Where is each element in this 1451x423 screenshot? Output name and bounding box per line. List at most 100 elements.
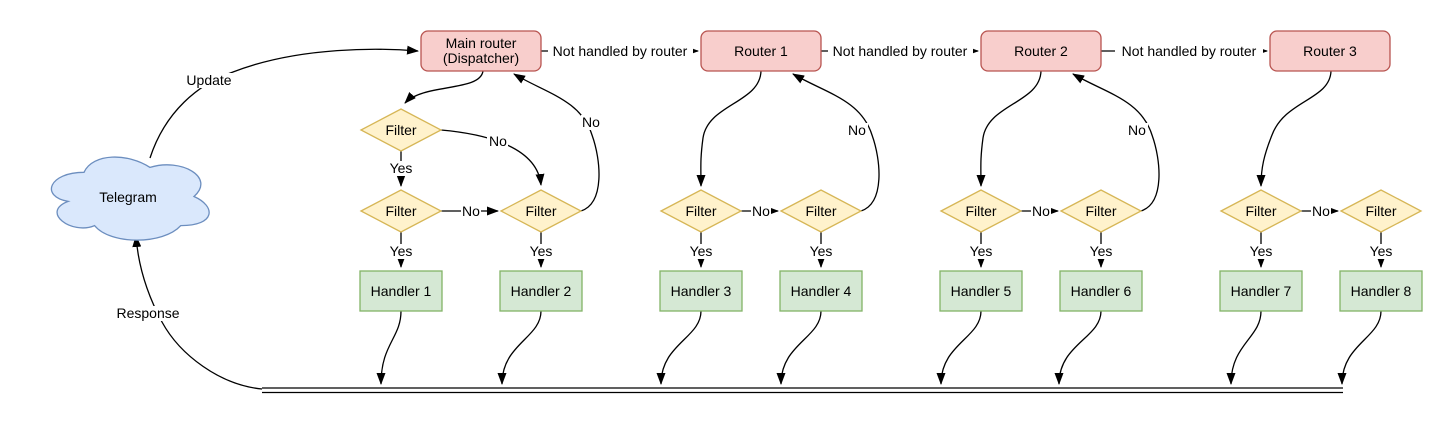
label-not-handled-2-bg [828, 44, 973, 59]
handler-2-label: Handler 2 [511, 283, 572, 299]
label-no-return-router1-text: No [848, 122, 866, 138]
router-3-label: Router 3 [1303, 43, 1357, 59]
handler-6-node [1059, 270, 1143, 312]
label-yes-filter-4: Yes [808, 243, 834, 259]
label-yes-filter-4-bg [808, 244, 834, 259]
label-no-return-main-text: No [582, 114, 600, 130]
handler-3-label: Handler 3 [671, 283, 732, 299]
filter-8-label: Filter [1365, 203, 1396, 219]
label-yes-filter-6-bg [1088, 244, 1114, 259]
telegram-label: Telegram [99, 189, 157, 205]
filter-7-node [1219, 189, 1303, 233]
handler-8-label: Handler 8 [1351, 283, 1412, 299]
label-yes-filter-2-bg [528, 244, 554, 259]
label-update-text: Update [186, 72, 231, 88]
label-yes-filter-6: Yes [1088, 243, 1114, 259]
label-no-filter-a-bg [487, 133, 508, 149]
label-no-f5-f6-text: No [1032, 203, 1050, 219]
filter-3-node [659, 189, 743, 233]
label-no-filter7-filter8: No [1311, 203, 1331, 219]
label-yes-filter-2: Yes [528, 243, 554, 259]
edge-handler-3-to-bus [656, 310, 702, 385]
label-no-return-router2: No [1127, 122, 1148, 138]
handler-8-node [1339, 270, 1423, 312]
edge-handler-7-to-bus [1226, 310, 1262, 385]
label-not-handled-3-bg [1115, 44, 1263, 59]
main-router-label-line2: (Dispatcher) [443, 50, 519, 66]
label-no-filter-a-curve: No [487, 133, 508, 149]
label-no-return-main: No [581, 114, 602, 130]
router-2-label: Router 2 [1014, 43, 1068, 59]
telegram-cloud [50, 156, 210, 241]
filter-7-label: Filter [1245, 203, 1276, 219]
handler-4-label: Handler 4 [791, 283, 852, 299]
label-not-handled-1-bg [548, 44, 693, 59]
label-no-f1-f2-text: No [462, 203, 480, 219]
edge-handler-4-to-bus [776, 310, 822, 385]
label-no-f3-f4-bg [751, 203, 771, 219]
router-1-label: Router 1 [734, 43, 788, 59]
label-yes-filter-8-bg [1368, 244, 1394, 259]
label-no-filter5-filter6: No [1031, 203, 1051, 219]
filter-6-label: Filter [1085, 203, 1116, 219]
label-not-handled-1: Not handled by router [548, 43, 693, 59]
edge-router1-to-filter [696, 70, 762, 187]
edge-main-router-to-filter [404, 70, 484, 104]
edge-router2-to-filter [976, 70, 1042, 187]
filter-a-node [359, 108, 443, 152]
edge-handler-8-to-bus [1337, 310, 1382, 385]
label-response-bg [112, 306, 184, 321]
filter-1-node [359, 189, 443, 233]
label-yes-filter-7-bg [1248, 244, 1274, 259]
label-update: Update [183, 72, 235, 88]
edge-update [149, 45, 419, 159]
label-response-text: Response [116, 305, 179, 321]
handler-1-label: Handler 1 [371, 283, 432, 299]
label-no-return-router2-text: No [1128, 122, 1146, 138]
label-yes-filter-8: Yes [1368, 243, 1394, 259]
label-yes-filter-7: Yes [1248, 243, 1274, 259]
router-3-node [1269, 30, 1391, 72]
label-yes-filter-4-text: Yes [810, 243, 833, 259]
label-no-f1-f2-bg [461, 203, 481, 219]
label-yes-filter-1: Yes [388, 243, 414, 259]
edge-handler-2-to-bus [497, 310, 542, 385]
label-no-filter-a-text: No [489, 133, 507, 149]
label-no-return-router2-bg [1127, 123, 1148, 138]
label-no-filter3-filter4: No [751, 203, 771, 219]
main-router-label-line1: Main router [446, 35, 517, 51]
router-2-node [980, 30, 1102, 72]
main-router-node [420, 30, 542, 72]
filter-5-label: Filter [965, 203, 996, 219]
filter-2-node [499, 189, 583, 233]
label-no-return-main-bg [581, 115, 602, 130]
label-no-f7-f8-bg [1311, 203, 1331, 219]
handler-7-node [1219, 270, 1303, 312]
label-yes-filter-5-text: Yes [970, 243, 993, 259]
edge-router3-to-filter [1256, 70, 1332, 187]
label-yes-filter-3: Yes [688, 243, 714, 259]
label-not-handled-2: Not handled by router [828, 43, 973, 59]
label-yes-filter-8-text: Yes [1370, 243, 1393, 259]
label-yes-filter-3-text: Yes [690, 243, 713, 259]
label-yes-filter-a-bg [388, 161, 414, 176]
label-update-bg [183, 73, 235, 88]
label-yes-filter-1-text: Yes [390, 243, 413, 259]
edge-filter6-no-return-router2 [1072, 73, 1160, 212]
label-no-f5-f6-bg [1031, 203, 1051, 219]
filter-6-node [1059, 189, 1143, 233]
filter-2-label: Filter [525, 203, 556, 219]
filter-4-label: Filter [805, 203, 836, 219]
handler-7-label: Handler 7 [1231, 283, 1292, 299]
label-yes-filter-1-bg [388, 244, 414, 259]
label-yes-filter-2-text: Yes [530, 243, 553, 259]
label-yes-filter-5: Yes [968, 243, 994, 259]
label-not-handled-3: Not handled by router [1115, 43, 1263, 59]
label-not-handled-1-text: Not handled by router [553, 43, 688, 59]
filter-4-node [779, 189, 863, 233]
filter-5-node [939, 189, 1023, 233]
label-yes-filter-6-text: Yes [1090, 243, 1113, 259]
filter-a-label: Filter [385, 122, 416, 138]
